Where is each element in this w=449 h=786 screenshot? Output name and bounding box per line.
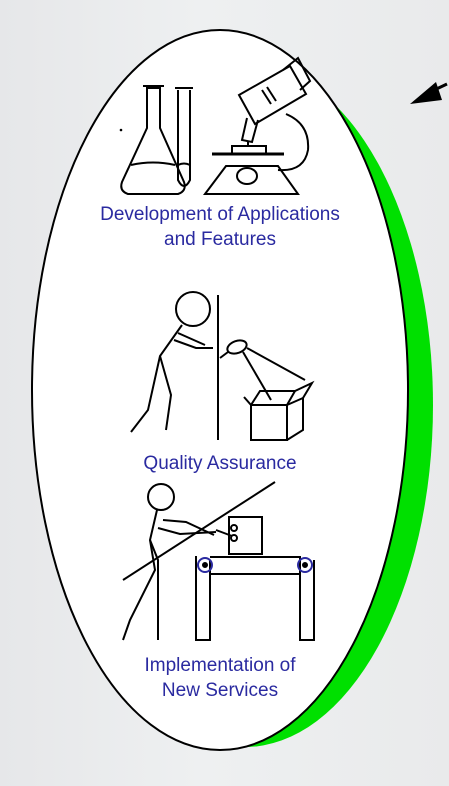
main-oval bbox=[31, 29, 409, 751]
worker-conveyor-icon bbox=[122, 481, 315, 641]
label-implementation-line-2: New Services bbox=[161, 680, 279, 701]
label-implementation: Implementation of New Services bbox=[40, 653, 400, 703]
inspector-magnifier-box-icon bbox=[130, 291, 315, 441]
label-implementation-line-1: Implementation of bbox=[144, 655, 296, 676]
label-quality-assurance-line-1: Quality Assurance bbox=[143, 453, 297, 474]
label-development-line-1: Development of Applications bbox=[100, 204, 340, 225]
label-quality-assurance: Quality Assurance bbox=[40, 451, 400, 476]
arrow-pointer-icon bbox=[410, 82, 448, 104]
label-development: Development of Applications and Features bbox=[40, 202, 400, 252]
label-development-line-2: and Features bbox=[164, 229, 276, 250]
lab-flask-microscope-icon bbox=[120, 56, 312, 195]
